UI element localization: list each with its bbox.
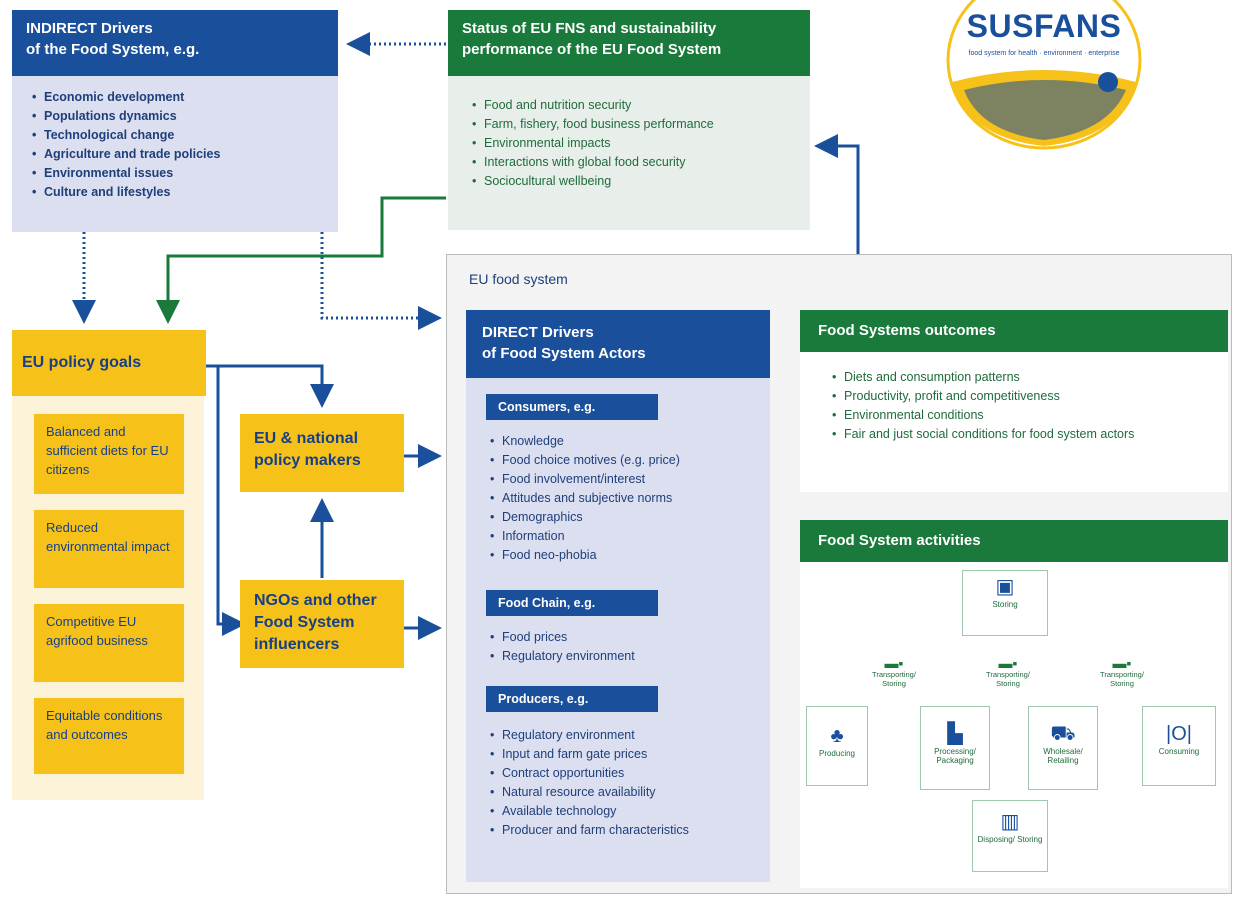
list-item: Environmental impacts: [470, 134, 788, 153]
list-item: Agriculture and trade policies: [30, 145, 320, 164]
direct-title-line2: of Food System Actors: [482, 345, 646, 362]
indirect-title-line1: INDIRECT Drivers: [26, 20, 153, 37]
list-item: Food prices: [488, 628, 764, 647]
disposing-label: Disposing/ Storing: [977, 835, 1043, 844]
producing-node: ♣ Producing: [806, 706, 868, 786]
activities-header: Food System activities: [800, 520, 1228, 562]
producing-label: Producing: [818, 749, 856, 758]
goal-box: Balanced and sufficient diets for EU cit…: [34, 414, 184, 494]
logo-text: SUSFANS: [966, 8, 1122, 44]
processing-node: ▙ Processing/ Packaging: [920, 706, 990, 790]
logo-tagline: food system for health · environment · e…: [968, 50, 1120, 57]
consumers-subheader: Consumers, e.g.: [486, 394, 658, 420]
list-item: Input and farm gate prices: [488, 745, 764, 764]
plant-icon: ♣: [830, 725, 844, 747]
list-item: Productivity, profit and competitiveness: [830, 387, 1198, 406]
list-item: Available technology: [488, 802, 764, 821]
list-item: Food involvement/interest: [488, 470, 764, 489]
goal-box: Competitive EU agrifood business: [34, 604, 184, 682]
eu-food-system-label: EU food system: [469, 271, 568, 287]
logo-emblem-icon: [946, 0, 1142, 150]
list-item: Farm, fishery, food business performance: [470, 115, 788, 134]
direct-title-line1: DIRECT Drivers: [482, 324, 594, 341]
status-header: Status of EU FNS and sustainability perf…: [448, 10, 810, 76]
indirect-drivers-list: Economic development Populations dynamic…: [12, 76, 338, 232]
list-item: Contract opportunities: [488, 764, 764, 783]
goal-box: Equitable conditions and outcomes: [34, 698, 184, 774]
list-item: Producer and farm characteristics: [488, 821, 764, 840]
goal-box: Reduced environmental impact: [34, 510, 184, 588]
indirect-title-line2: of the Food System, e.g.: [26, 41, 200, 58]
plate-icon: |O|: [1166, 723, 1192, 745]
factory-icon: ▙: [947, 723, 963, 745]
ngos-box: NGOs and other Food System influencers: [240, 580, 404, 668]
list-item: Diets and consumption patterns: [830, 368, 1198, 387]
transport-label: Transporting/ Storing: [872, 670, 916, 688]
transport-label: Transporting/ Storing: [986, 670, 1030, 688]
list-item: Sociocultural wellbeing: [470, 172, 788, 191]
transport-step: ▬▪ Transporting/ Storing: [862, 656, 926, 688]
list-item: Food neo-phobia: [488, 546, 764, 565]
truck-icon: ▬▪: [884, 655, 904, 671]
list-item: Regulatory environment: [488, 647, 764, 666]
policy-makers-box: EU & national policy makers: [240, 414, 404, 492]
truck-icon: ▬▪: [998, 655, 1018, 671]
producers-subheader: Producers, e.g.: [486, 686, 658, 712]
food-chain-subheader: Food Chain, e.g.: [486, 590, 658, 616]
list-item: Populations dynamics: [30, 107, 320, 126]
direct-drivers-body: Consumers, e.g. Knowledge Food choice mo…: [466, 378, 770, 882]
list-item: Economic development: [30, 88, 320, 107]
list-item: Technological change: [30, 126, 320, 145]
status-title-line1: Status of EU FNS and sustainability: [462, 20, 717, 37]
list-item: Food choice motives (e.g. price): [488, 451, 764, 470]
processing-label: Processing/ Packaging: [934, 747, 976, 765]
list-item: Interactions with global food security: [470, 153, 788, 172]
storing-label: Storing: [992, 600, 1018, 609]
wholesale-label: Wholesale/ Retailing: [1043, 747, 1083, 765]
list-item: Environmental issues: [30, 164, 320, 183]
truck-icon: ▬▪: [1112, 655, 1132, 671]
cart-icon: ⛟: [1050, 723, 1076, 745]
direct-drivers-header: DIRECT Drivers of Food System Actors: [466, 310, 770, 378]
disposing-node: ▥ Disposing/ Storing: [972, 800, 1048, 872]
transport-step: ▬▪ Transporting/ Storing: [1090, 656, 1154, 688]
consuming-label: Consuming: [1158, 747, 1200, 756]
list-item: Information: [488, 527, 764, 546]
outcomes-list: Diets and consumption patterns Productiv…: [800, 352, 1228, 492]
transport-label: Transporting/ Storing: [1100, 670, 1144, 688]
policy-goals-header: EU policy goals: [12, 330, 206, 396]
consuming-node: |O| Consuming: [1142, 706, 1216, 786]
status-title-line2: performance of the EU Food System: [462, 41, 722, 58]
list-item: Regulatory environment: [488, 726, 764, 745]
wholesale-node: ⛟ Wholesale/ Retailing: [1028, 706, 1098, 790]
bin-icon: ▥: [1000, 811, 1020, 833]
box-icon: ▣: [995, 576, 1015, 598]
list-item: Culture and lifestyles: [30, 183, 320, 202]
susfans-logo: SUSFANS food system for health · environ…: [930, 0, 1158, 150]
storing-node: ▣ Storing: [962, 570, 1048, 636]
list-item: Natural resource availability: [488, 783, 764, 802]
list-item: Demographics: [488, 508, 764, 527]
list-item: Fair and just social conditions for food…: [830, 425, 1198, 444]
list-item: Knowledge: [488, 432, 764, 451]
list-item: Environmental conditions: [830, 406, 1198, 425]
list-item: Food and nutrition security: [470, 96, 788, 115]
transport-step: ▬▪ Transporting/ Storing: [976, 656, 1040, 688]
indirect-drivers-header: INDIRECT Drivers of the Food System, e.g…: [12, 10, 338, 76]
list-item: Attitudes and subjective norms: [488, 489, 764, 508]
status-list: Food and nutrition security Farm, fisher…: [448, 76, 810, 230]
outcomes-header: Food Systems outcomes: [800, 310, 1228, 352]
